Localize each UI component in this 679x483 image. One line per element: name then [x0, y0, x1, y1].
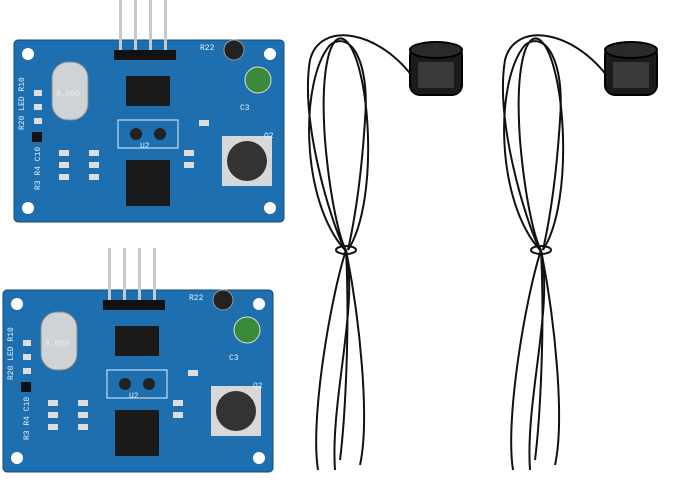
silk-c3: C3 — [229, 354, 239, 363]
ultrasonic-probe-2 — [502, 34, 658, 471]
silk-q2: Q2 — [253, 382, 263, 391]
silk-q2: Q2 — [264, 132, 274, 141]
sensor-board-2: 8.000 U2 R22 C3 Q2 R20 LED R10 R3 R4 C10 — [2, 247, 274, 473]
silk-r22: R22 — [189, 294, 204, 303]
ic-label: U2 — [140, 142, 150, 151]
silk-r3: R3 R4 C10 — [23, 397, 32, 440]
sensor-board-1: 8.000 U2 R22 C3 Q2 R20 LED R10 R3 R4 C10 — [13, 0, 285, 223]
silk-r3: R3 R4 C10 — [34, 147, 43, 190]
ultrasonic-probe-1 — [307, 34, 463, 471]
silk-r22: R22 — [200, 44, 215, 53]
crystal-label: 8.000 — [56, 90, 80, 99]
silk-c3: C3 — [240, 104, 250, 113]
ic-label: U2 — [129, 392, 139, 401]
silk-led: R20 LED R10 — [7, 327, 16, 380]
silk-led: R20 LED R10 — [18, 77, 27, 130]
crystal-label: 8.000 — [45, 340, 69, 349]
